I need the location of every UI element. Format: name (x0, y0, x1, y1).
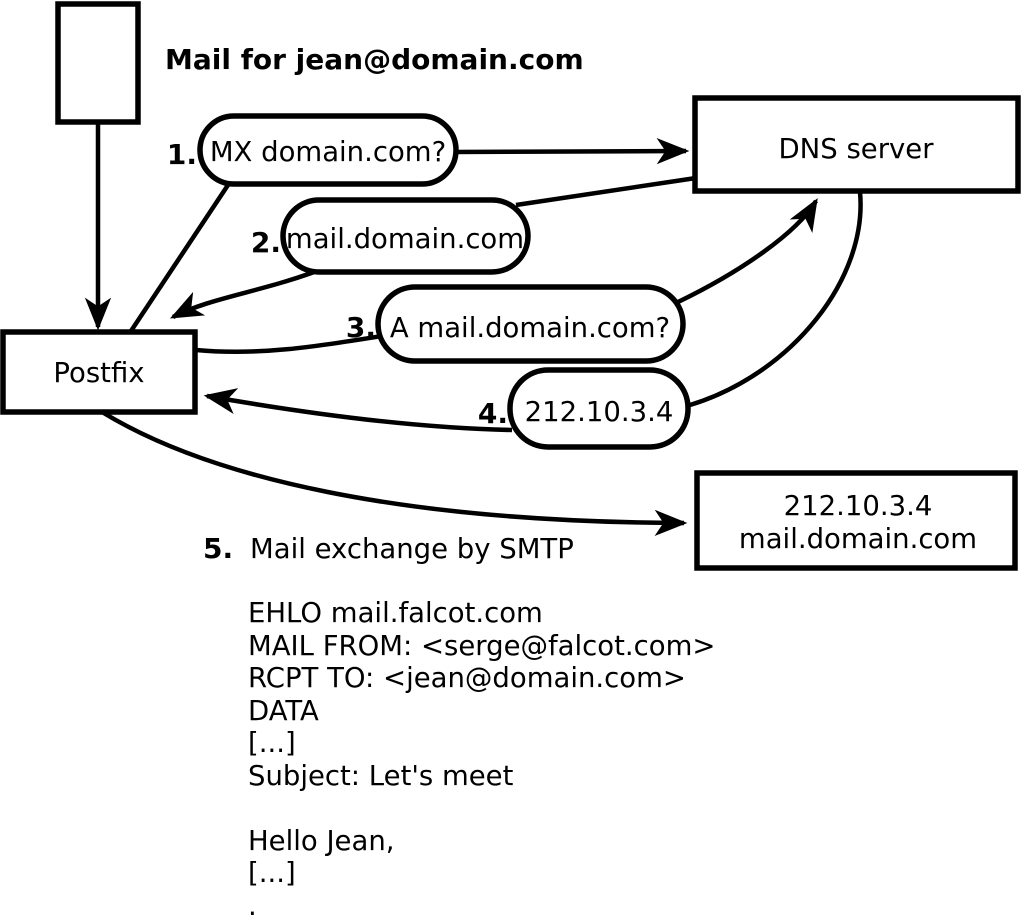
pill-mx-answer (280, 197, 531, 275)
step-label-2: mail.domain.com (286, 223, 524, 255)
mail-for-label: Mail for jean@domain.com (165, 43, 584, 76)
pill-a-query (375, 284, 686, 364)
smtp-line-4: [...] (248, 727, 296, 759)
arrow-pill2-to-postfix (169, 263, 331, 320)
mail-server-host-label: mail.domain.com (739, 523, 977, 555)
dns-server-label: DNS server (779, 133, 935, 165)
line-dns-to-pill2 (515, 175, 697, 208)
step-number-5: 5. (203, 532, 233, 565)
smtp-session-text: EHLO mail.falcot.com MAIL FROM: <serge@f… (248, 597, 715, 919)
pill-a-answer (507, 367, 691, 450)
step-label-3: A mail.domain.com? (390, 312, 670, 344)
mail-server-ip-label: 212.10.3.4 (784, 490, 933, 522)
smtp-line-3: DATA (248, 695, 319, 727)
smtp-line-2: RCPT TO: <jean@domain.com> (248, 662, 686, 694)
smtp-line-8: [...] (248, 857, 296, 889)
step-number-3: 3. (346, 311, 376, 344)
arrow-pill1-to-dns (451, 137, 690, 165)
smtp-line-0: EHLO mail.falcot.com (248, 597, 543, 629)
smtp-line-7: Hello Jean, (248, 825, 395, 857)
mail-server-box (694, 470, 1018, 571)
dns-server-box (692, 95, 1021, 194)
step-number-2: 2. (251, 226, 281, 259)
smtp-line-1: MAIL FROM: <serge@falcot.com> (248, 630, 715, 662)
step-label-4: 212.10.3.4 (525, 396, 674, 428)
postfix-label: Postfix (53, 357, 144, 389)
step-number-4: 4. (478, 397, 508, 430)
step-label-5: Mail exchange by SMTP (250, 533, 574, 565)
arrow-pill4-to-postfix (203, 388, 513, 433)
smtp-line-5: Subject: Let's meet (248, 760, 514, 792)
step-label-1: MX domain.com? (210, 136, 446, 168)
smtp-line-9: . (248, 890, 257, 919)
line-postfix-to-pill1 (129, 180, 232, 333)
line-postfix-to-pill3 (195, 333, 383, 355)
line-dns-to-pill4 (689, 191, 863, 408)
envelope-icon (55, 1, 141, 125)
pill-mx-query (197, 113, 459, 187)
step-number-1: 1. (167, 138, 197, 171)
arrow-postfix-to-mailserver (100, 410, 688, 537)
arrow-pill3-to-dns (677, 198, 818, 305)
postfix-box (0, 329, 198, 415)
connectors (84, 124, 863, 537)
